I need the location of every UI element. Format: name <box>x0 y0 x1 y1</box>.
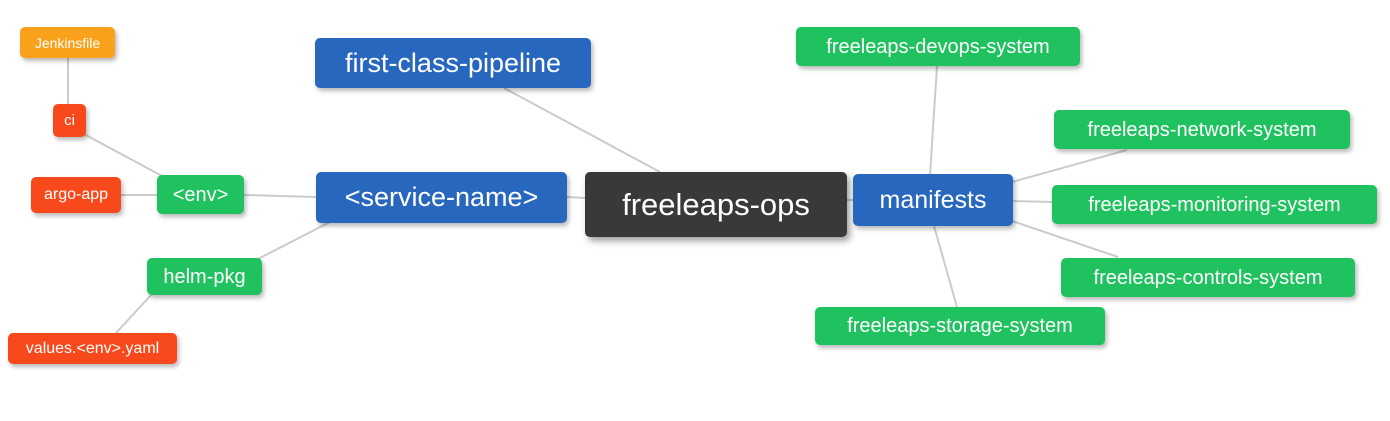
node-freeleaps-devops-system[interactable]: freeleaps-devops-system <box>796 27 1080 66</box>
node-argo-app[interactable]: argo-app <box>31 177 121 213</box>
node-freeleaps-monitoring-system[interactable]: freeleaps-monitoring-system <box>1052 185 1377 224</box>
node-jenkinsfile[interactable]: Jenkinsfile <box>20 27 115 58</box>
edge-helmpkg-values <box>115 293 153 334</box>
node-env[interactable]: <env> <box>157 175 244 214</box>
node-first-class-pipeline[interactable]: first-class-pipeline <box>315 38 591 88</box>
edge-manifests-devops <box>929 65 938 176</box>
edge-servicename-helmpkg <box>257 221 331 260</box>
edge-manifests-controls <box>1011 220 1119 258</box>
node-freeleaps-network-system[interactable]: freeleaps-network-system <box>1054 110 1350 149</box>
edge-servicename-ops <box>566 196 587 199</box>
edge-manifests-storage <box>933 225 958 308</box>
edge-ci-env <box>83 133 163 177</box>
node-helm-pkg[interactable]: helm-pkg <box>147 258 262 295</box>
node-freeleaps-storage-system[interactable]: freeleaps-storage-system <box>815 307 1105 345</box>
edge-pipeline-ops <box>503 87 661 173</box>
node-freeleaps-controls-system[interactable]: freeleaps-controls-system <box>1061 258 1355 297</box>
node-freeleaps-ops[interactable]: freeleaps-ops <box>585 172 847 237</box>
node-values-env-yaml[interactable]: values.<env>.yaml <box>8 333 177 364</box>
node-service-name[interactable]: <service-name> <box>316 172 567 223</box>
edge-manifests-network <box>1011 149 1128 183</box>
node-ci[interactable]: ci <box>53 104 86 137</box>
edge-manifests-monitoring <box>1011 200 1054 203</box>
node-manifests[interactable]: manifests <box>853 174 1013 226</box>
edge-env-servicename <box>243 194 317 198</box>
